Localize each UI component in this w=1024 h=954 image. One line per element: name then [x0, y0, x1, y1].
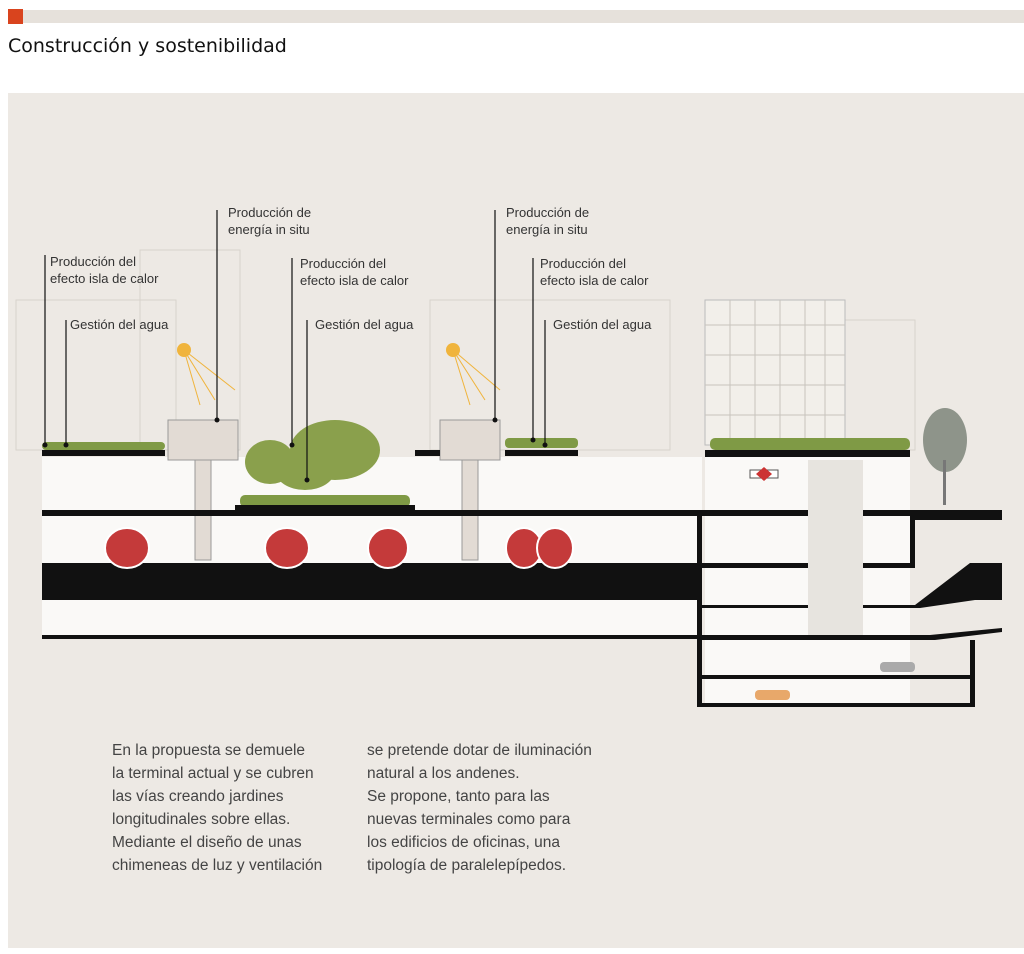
car	[880, 662, 915, 672]
sun-icon	[177, 343, 460, 357]
structure-slabs	[42, 450, 1002, 707]
metro-sign-icon	[749, 467, 779, 481]
accent-square	[8, 9, 23, 24]
label-water-2: Gestión del agua	[315, 317, 414, 332]
car	[755, 690, 790, 700]
header-bar	[8, 10, 1024, 23]
trees	[245, 408, 967, 505]
page-title: Construcción y sostenibilidad	[8, 35, 287, 57]
label-water-1: Gestión del agua	[70, 317, 169, 332]
office-building	[704, 299, 846, 446]
label-water-3: Gestión del agua	[553, 317, 652, 332]
trains	[104, 527, 574, 569]
leader-lines	[44, 210, 546, 480]
stairs	[808, 460, 863, 635]
roof-gardens	[42, 438, 910, 507]
